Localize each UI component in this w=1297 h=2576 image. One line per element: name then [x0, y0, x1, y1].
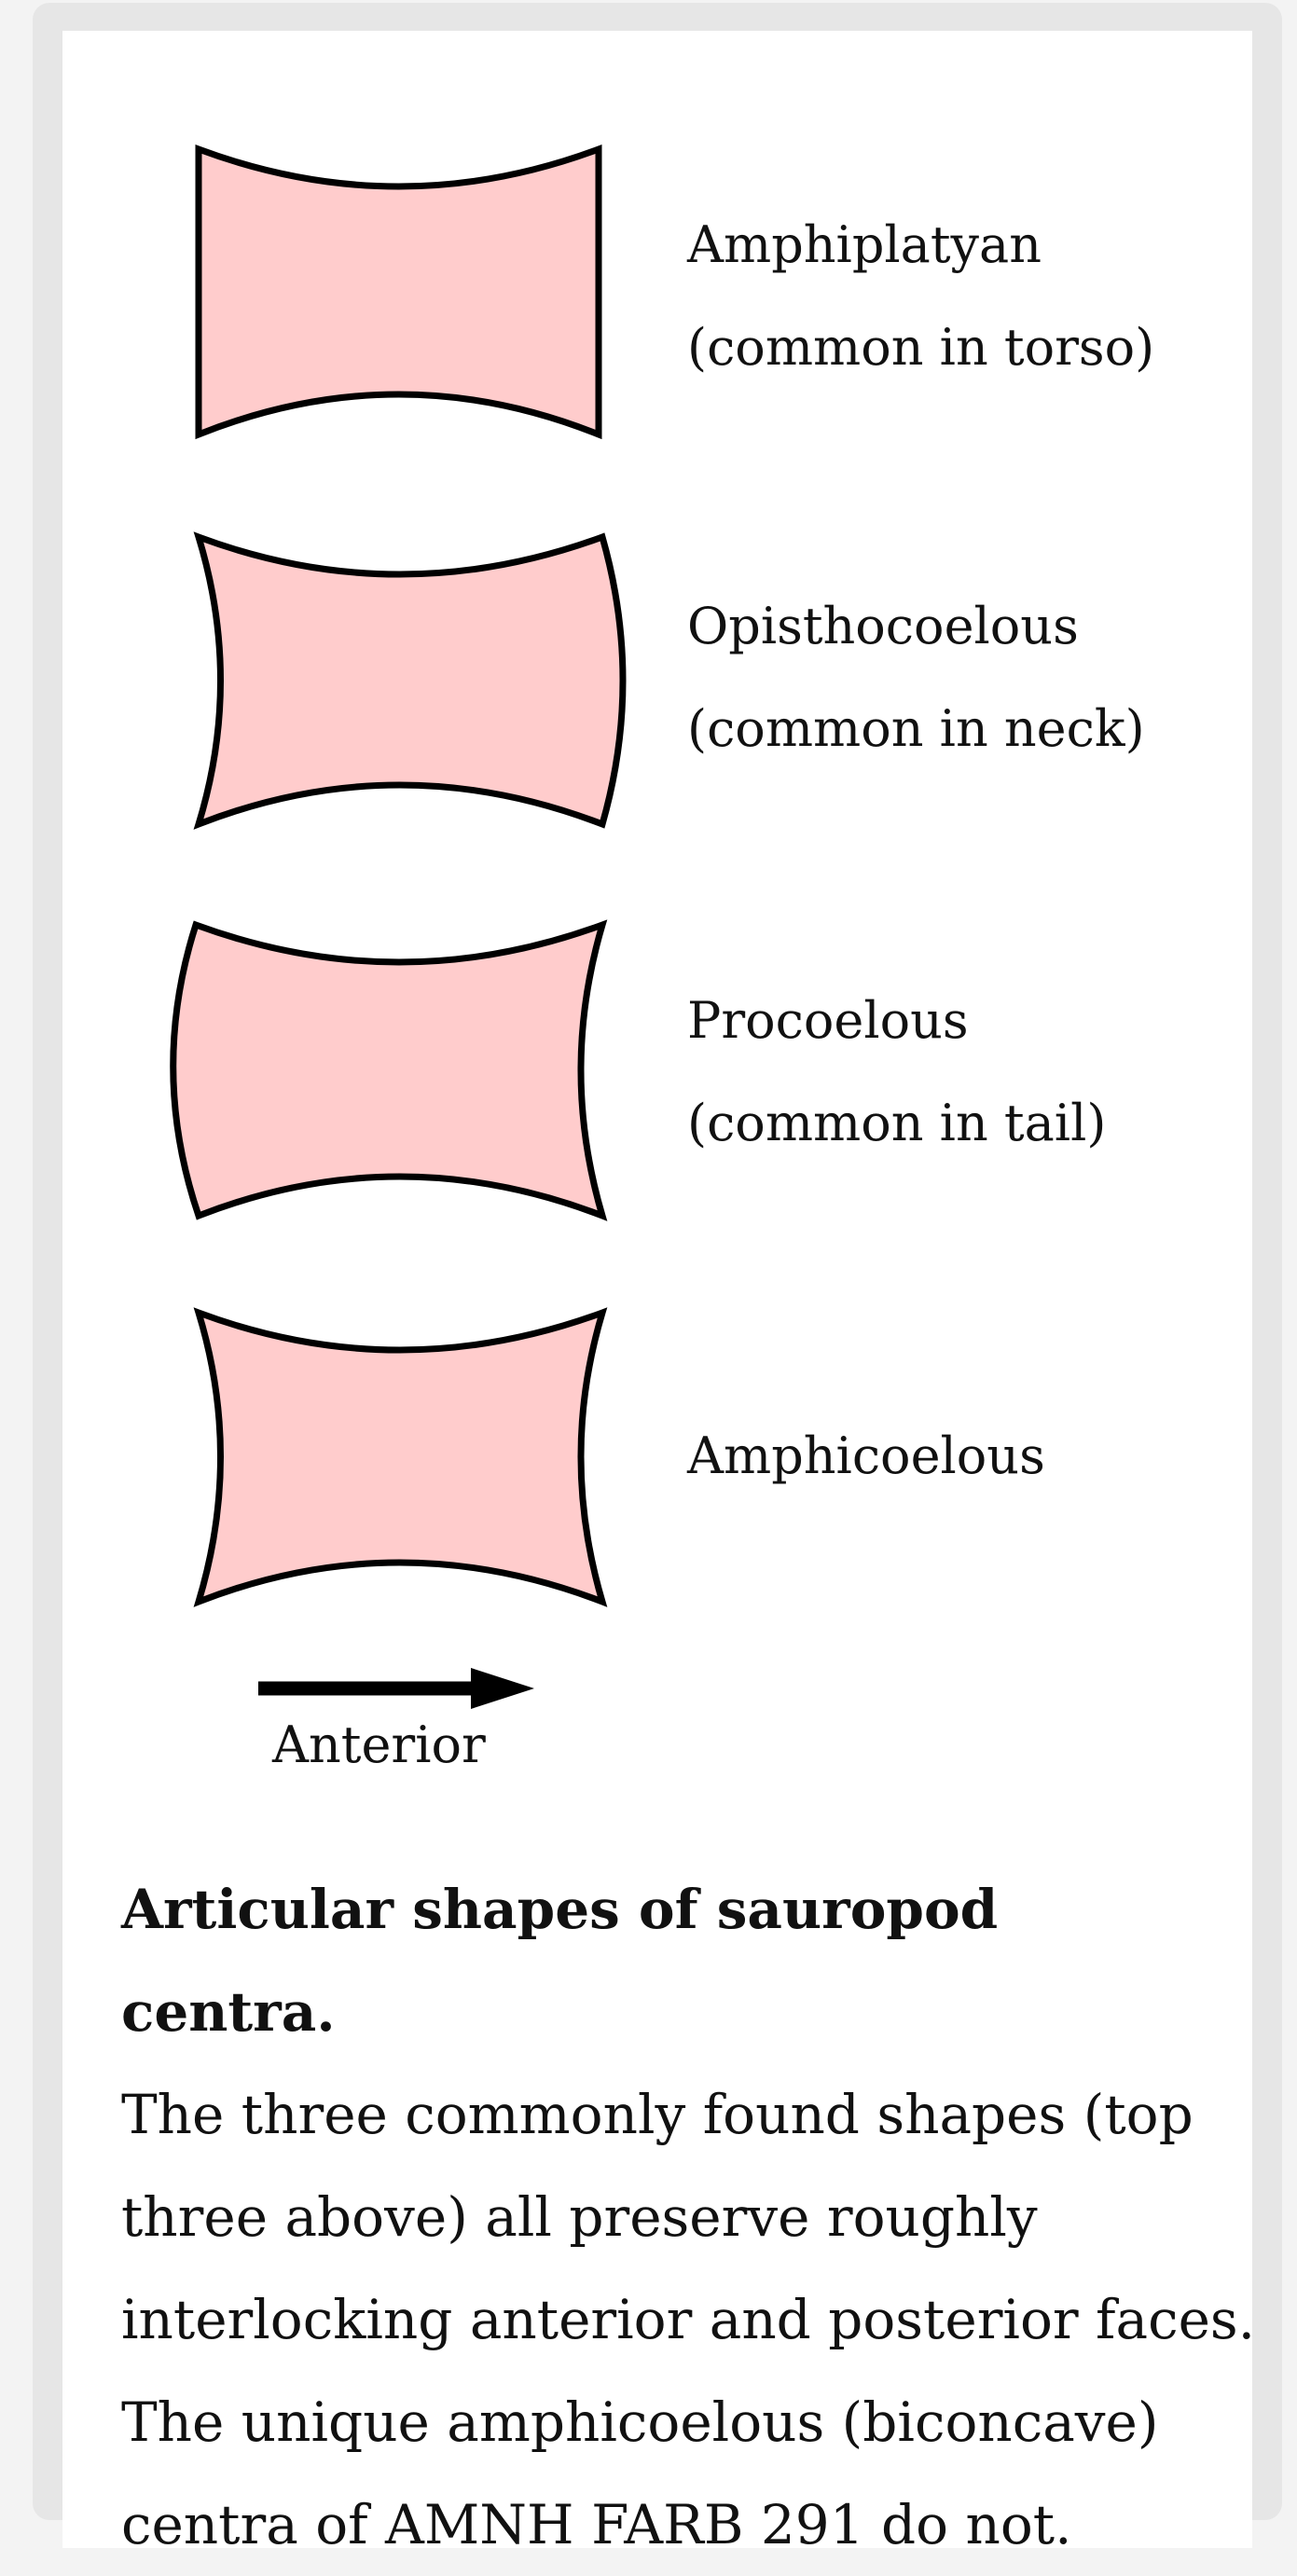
shape-note: (common in torso) [687, 296, 1154, 399]
caption-title: Articular shapes of sauropod centra. [121, 1858, 1194, 2063]
shape-note: (common in neck) [687, 678, 1145, 780]
label-amphicoelous: Amphicoelous [687, 1405, 1045, 1508]
anterior-arrow [258, 1668, 534, 1709]
opisthocoelous-shape [199, 537, 623, 824]
label-procoelous: Procoelous (common in tail) [687, 970, 1106, 1175]
label-amphiplatyan: Amphiplatyan (common in torso) [687, 194, 1154, 399]
caption-line: The unique amphicoelous (biconcave) [121, 2371, 1194, 2473]
arrow-label: Anterior [272, 1708, 486, 1783]
caption-line: centra of AMNH FARB 291 do not. [121, 2473, 1194, 2576]
caption-line: The three commonly found shapes (top [121, 2063, 1194, 2166]
caption-line: three above) all preserve roughly [121, 2166, 1194, 2268]
shape-note: (common in tail) [687, 1072, 1106, 1175]
procoelous-shape [173, 925, 602, 1216]
amphiplatyan-shape [199, 149, 599, 434]
shape-name: Opisthocoelous [687, 575, 1145, 678]
label-opisthocoelous: Opisthocoelous (common in neck) [687, 575, 1145, 780]
shape-name: Amphicoelous [687, 1405, 1045, 1508]
shape-name: Procoelous [687, 970, 1106, 1072]
amphicoelous-shape [199, 1313, 602, 1602]
figure-caption: Articular shapes of sauropod centra. The… [121, 1858, 1194, 2576]
shape-name: Amphiplatyan [687, 194, 1154, 296]
caption-line: interlocking anterior and posterior face… [121, 2268, 1194, 2371]
